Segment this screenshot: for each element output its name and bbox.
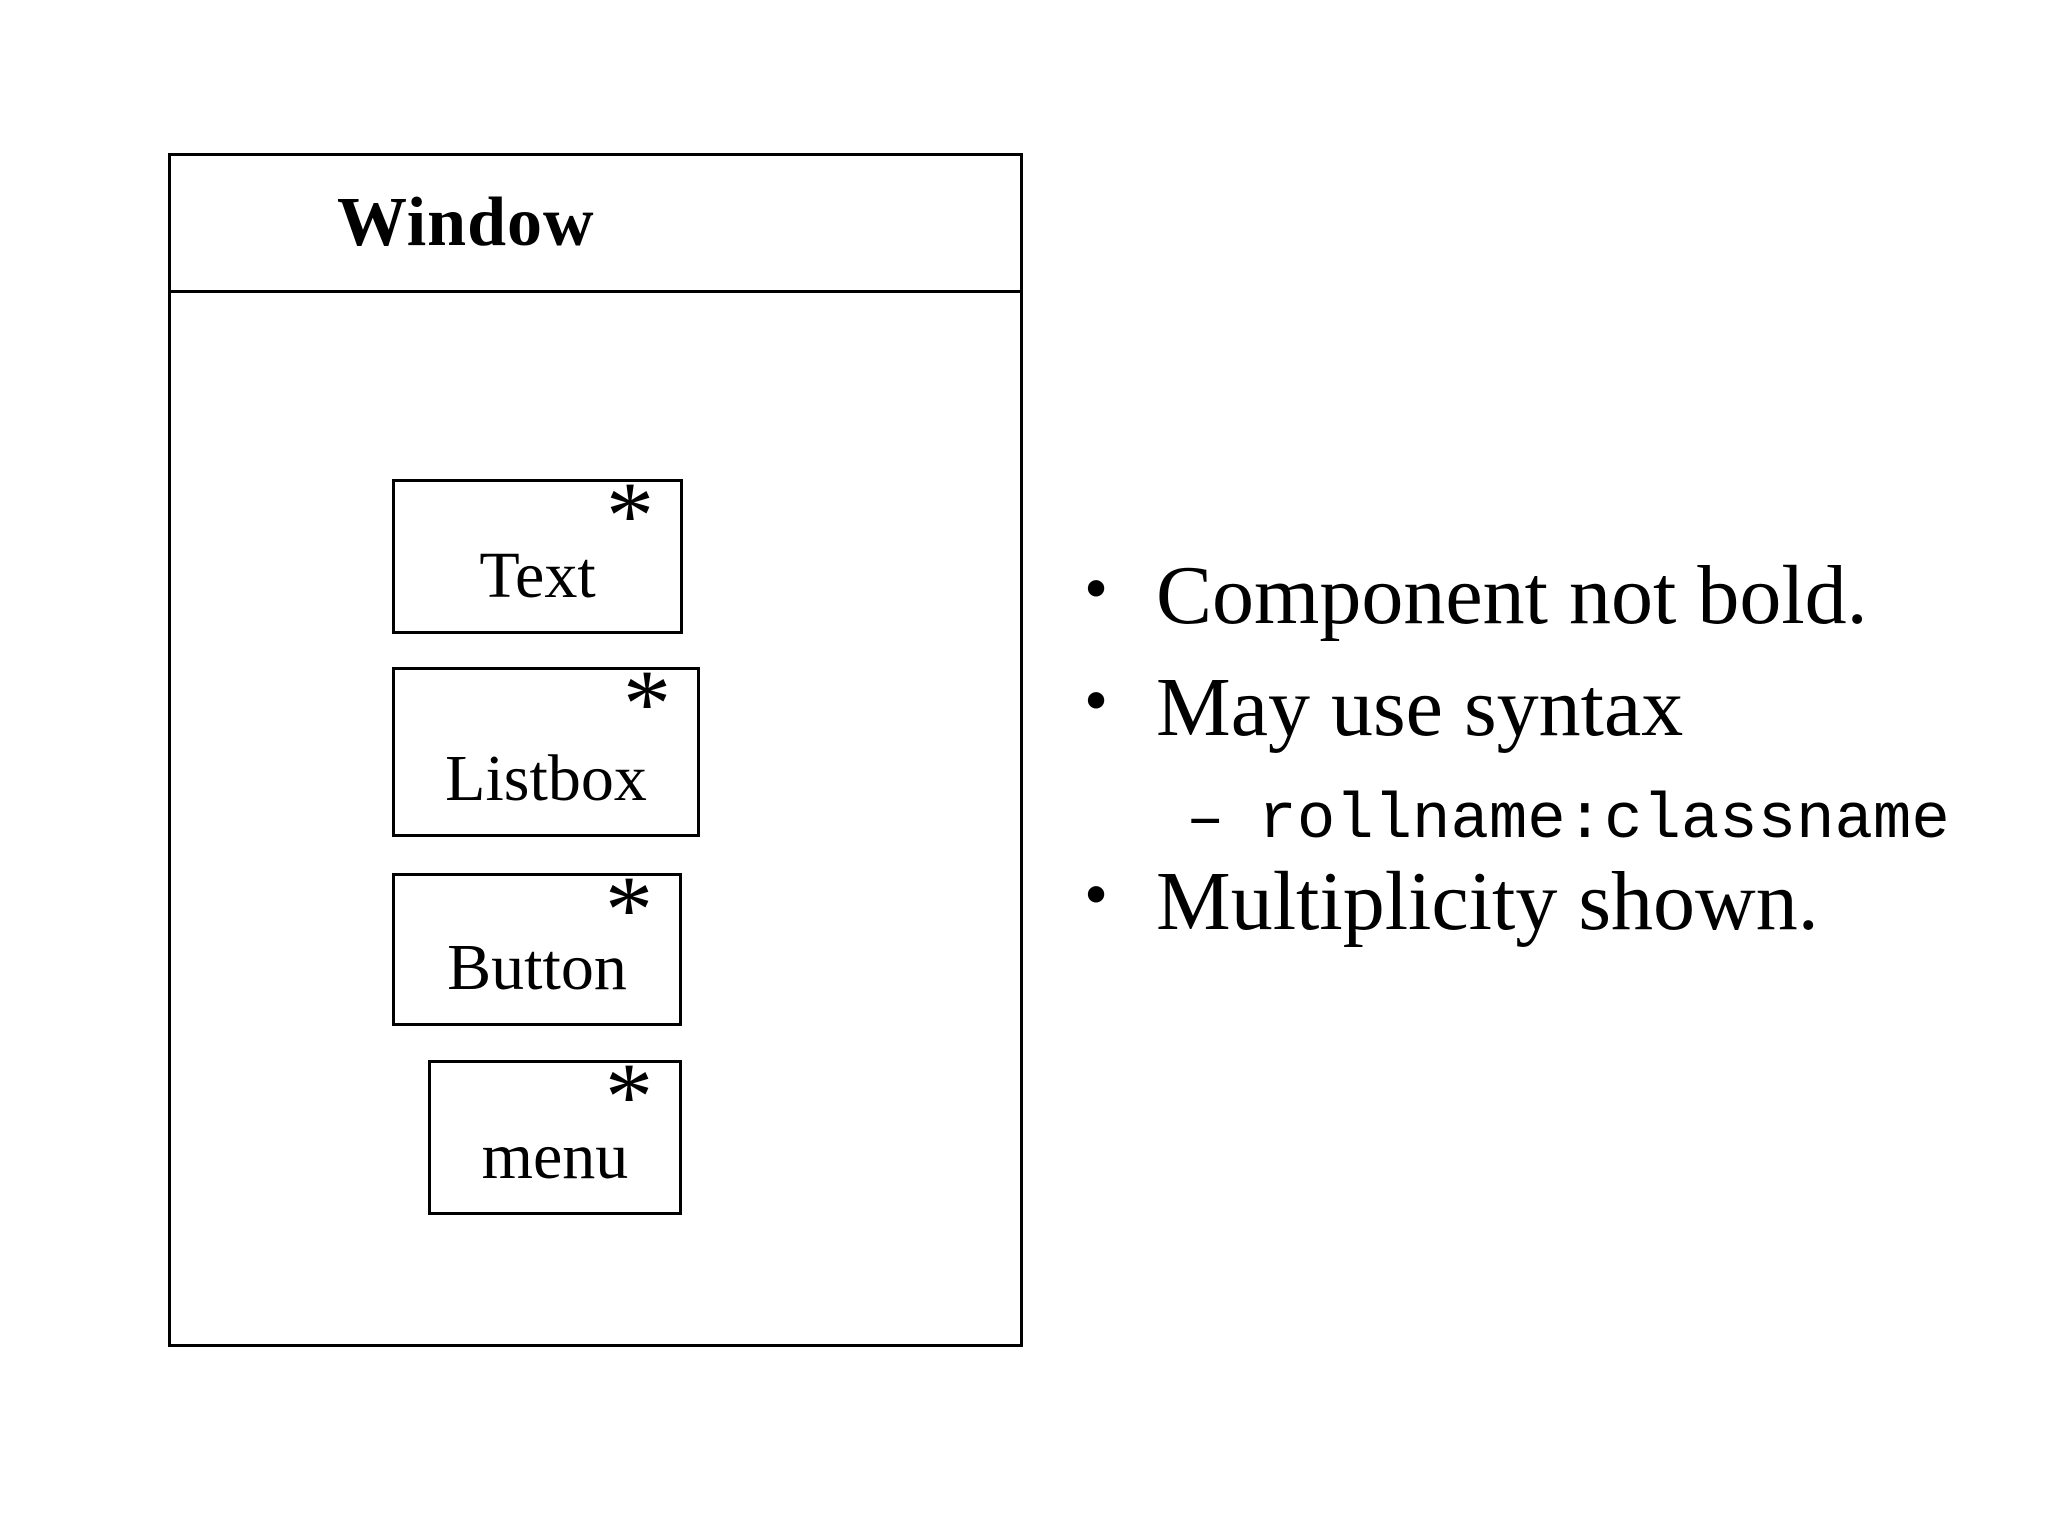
bullet-text: Component not bold.	[1156, 549, 1868, 642]
multiplicity-star: *	[606, 462, 654, 569]
component-label: menu	[481, 1120, 629, 1193]
component-box-listbox: * Listbox	[392, 650, 700, 837]
sub-bullet-code: rollname:classname	[1258, 785, 1950, 857]
uml-class-box-window: Window * Text * Listbox * Button * menu	[168, 153, 1023, 1347]
multiplicity-star: *	[623, 650, 671, 757]
uml-class-header: Window	[171, 156, 1020, 293]
bullet-item-component-not-bold: • Component not bold.	[1084, 549, 1868, 642]
sub-bullet-syntax-example: – rollname:classname	[1186, 785, 1950, 857]
component-label: Listbox	[445, 742, 647, 815]
component-label: Button	[447, 931, 627, 1004]
bullet-item-may-use-syntax: • May use syntax	[1084, 661, 1684, 754]
uml-class-title: Window	[337, 184, 595, 261]
component-box-button: * Button	[392, 862, 682, 1026]
bullet-dot: •	[1084, 662, 1109, 738]
component-box-menu: * menu	[428, 1043, 682, 1215]
multiplicity-star: *	[605, 1043, 653, 1150]
bullet-item-multiplicity-shown: • Multiplicity shown.	[1084, 855, 1819, 948]
bullet-text: May use syntax	[1156, 661, 1684, 754]
bullet-text: Multiplicity shown.	[1156, 855, 1819, 948]
component-box-text: * Text	[392, 462, 683, 634]
bullet-dot: •	[1084, 550, 1109, 626]
bullet-dot: •	[1084, 856, 1109, 932]
uml-class-body: * Text * Listbox * Button * menu	[171, 293, 1020, 1344]
sub-bullet-dash: –	[1186, 785, 1225, 857]
component-label: Text	[479, 539, 596, 612]
